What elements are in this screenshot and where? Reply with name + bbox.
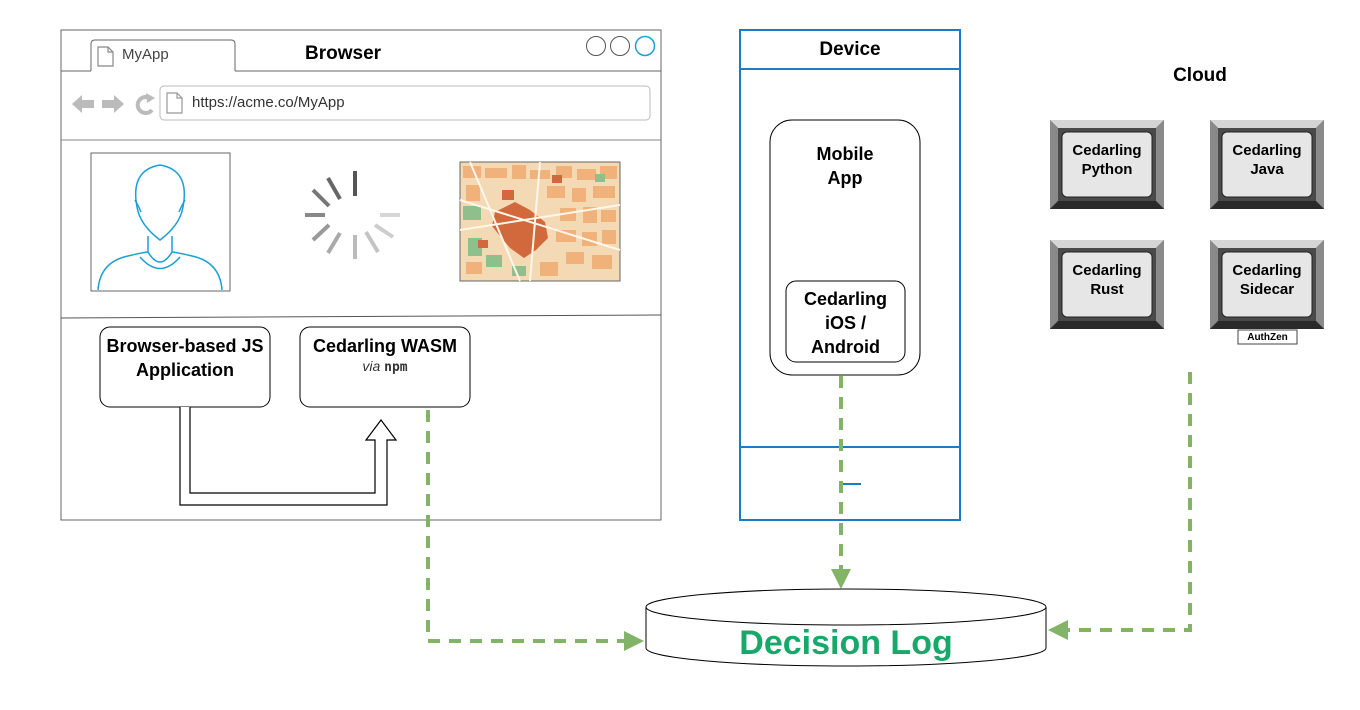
cedarling-wasm-box (299, 326, 471, 408)
cloud-button-rust-label: Cedarling Rust (1072, 262, 1142, 298)
device-title: Device (819, 39, 881, 60)
cedarling-wasm-text: Cedarling WASM via npm (302, 334, 468, 375)
cedarling-wasm-label: Cedarling WASM (312, 336, 457, 356)
cloud-button-python-label: Cedarling Python (1072, 142, 1142, 178)
window-control-minimize (586, 36, 606, 56)
window-control-close (634, 35, 656, 57)
wasm-to-log-connector (426, 410, 644, 651)
document-icon (97, 46, 114, 67)
cloud-title: Cloud (1173, 65, 1227, 86)
url-input[interactable]: https://acme.co/MyApp (192, 94, 345, 111)
js-application-label: Browser-based JS Application (106, 336, 264, 380)
wasm-via-prefix: via (362, 358, 381, 374)
decision-log-label: Decision Log (739, 624, 953, 662)
address-bar (159, 85, 651, 121)
cloud-button-java[interactable] (1210, 120, 1324, 209)
authzen-badge (1237, 329, 1298, 345)
browser-title: Browser (305, 43, 382, 64)
back-arrow-icon[interactable] (72, 95, 94, 113)
window-control-maximize (610, 36, 630, 56)
cedarling-mobile-label: Cedarling iOS / Android (803, 289, 887, 357)
mobile-app-label: Mobile App (816, 144, 874, 188)
browser-tab-label[interactable]: MyApp (122, 46, 169, 63)
map-image (459, 161, 621, 282)
refresh-icon[interactable] (135, 93, 155, 116)
loading-spinner-icon (305, 171, 400, 259)
wasm-via-tool: npm (384, 360, 408, 375)
cedarling-mobile-box (785, 280, 906, 363)
cloud-to-log-connector (1048, 372, 1192, 640)
forward-arrow-icon[interactable] (102, 95, 124, 113)
browser-tab (90, 39, 236, 71)
js-to-wasm-arrow (179, 407, 398, 506)
decision-log-cylinder (645, 588, 1047, 667)
cloud-button-python[interactable] (1050, 120, 1164, 209)
cloud-button-sidecar-label: Cedarling Sidecar (1232, 262, 1302, 298)
cloud-button-sidecar[interactable] (1210, 240, 1324, 329)
cloud-button-rust[interactable] (1050, 240, 1164, 329)
window-controls[interactable] (586, 35, 656, 57)
avatar-icon (90, 152, 231, 292)
wasm-via-label: via npm (302, 358, 468, 375)
document-icon (166, 92, 183, 114)
authzen-label: AuthZen (1247, 332, 1288, 343)
cloud-button-java-label: Cedarling Java (1232, 142, 1302, 178)
